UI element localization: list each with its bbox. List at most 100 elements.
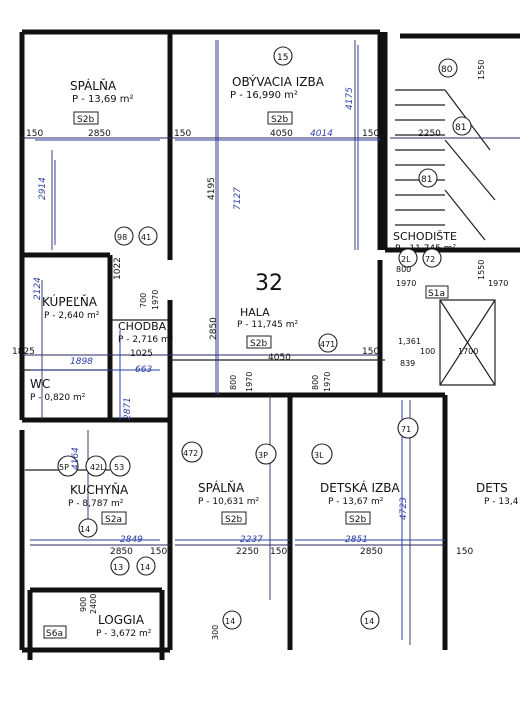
room-area: P - 13,69 m² [72,94,134,105]
svg-text:150: 150 [270,547,287,557]
svg-text:472: 472 [183,449,198,458]
outer-wall [19,29,383,650]
room-name: OBÝVACIA IZBA [232,74,325,89]
room-kuchyna: 5P 42L 53 KUCHYŇA P - 8,787 m² S2a 14 28… [57,455,156,576]
svg-text:42L: 42L [90,463,105,472]
reference-bubbles: 98 41 2L 72 [114,226,442,268]
svg-text:98: 98 [117,233,127,242]
room-wc: WC P - 0,820 m² [30,377,86,403]
room-width: 4050 [268,353,291,363]
svg-text:5P: 5P [59,463,69,472]
room-width: 2850 [88,129,111,139]
svg-text:150: 150 [150,547,167,557]
room-area: P - 3,672 m² [96,629,152,639]
room-kupelna: KÚPEĽŇA P - 2,640 m² [42,294,100,321]
svg-text:14: 14 [225,617,235,626]
svg-text:14: 14 [80,525,90,534]
room-schodiste: 80 81 81 SCHODIŠTE P - 11,745 m² S1a [393,58,472,299]
room-area: P - 2,716 m² [118,335,174,345]
room-name: KÚPEĽŇA [42,294,98,309]
dimension-labels: 150 150 150 2250 1825 1898 663 150 150 1… [12,129,508,557]
svg-text:7127: 7127 [233,187,243,210]
svg-text:1970: 1970 [151,290,160,310]
room-width: 2850 [360,547,383,557]
svg-text:72: 72 [425,255,435,264]
room-name: WC [30,377,50,391]
room-obyvacia: 15 OBÝVACIA IZBA P - 16,990 m² S2b 4050 … [230,46,333,139]
dimension-lines [22,40,520,645]
svg-text:1825: 1825 [12,347,35,357]
room-detska-partial: DETS P - 13,4 [476,481,519,507]
svg-text:80: 80 [441,65,453,75]
svg-text:1,361: 1,361 [398,337,421,346]
svg-text:2914: 2914 [38,177,48,200]
svg-text:2850: 2850 [209,317,219,340]
svg-text:1970: 1970 [245,372,254,392]
svg-text:800: 800 [229,375,238,390]
svg-text:800: 800 [311,375,320,390]
room-code: S2b [77,115,94,125]
room-name: DETSKÁ IZBA [320,480,400,495]
svg-text:1022: 1022 [113,257,123,280]
room-hand-width: 2237 [240,535,263,545]
svg-text:1700: 1700 [458,347,478,356]
room-area: P - 13,67 m² [328,497,384,507]
room-name: SPÁLŇA [198,480,245,495]
room-code: S2b [271,115,288,125]
loggia-wall [27,587,165,660]
room-area: P - 10,631 m² [198,497,260,507]
room-chodba: CHODBA P - 2,716 m² 1025 [118,320,174,359]
svg-text:81: 81 [455,123,466,133]
room-hand-width: 2851 [345,535,368,545]
svg-text:2871: 2871 [123,397,133,420]
svg-text:1970: 1970 [488,279,508,288]
room-code: S1a [428,289,445,299]
room-area: P - 8,787 m² [68,499,124,509]
svg-text:150: 150 [362,347,379,357]
room-spalna-1: SPÁLŇA P - 13,69 m² S2b 2850 [70,78,134,139]
svg-text:839: 839 [400,359,415,368]
room-name: SPÁLŇA [70,78,117,93]
svg-text:3L: 3L [314,451,324,460]
room-area: P - 16,990 m² [230,90,298,101]
room-name: DETS [476,481,508,495]
room-area: P - 11,745 m² [395,244,457,254]
room-area: P - 11,745 m² [237,320,299,330]
room-hand-width: 4014 [310,129,333,139]
svg-text:471: 471 [320,340,335,349]
svg-text:100: 100 [420,347,435,356]
svg-text:41: 41 [141,233,151,242]
room-code: S2b [225,515,242,525]
svg-text:150: 150 [26,129,43,139]
room-loggia: LOGGIA P - 3,672 m² S6a [43,613,152,639]
room-name: LOGGIA [98,613,145,627]
bubble-15: 15 [277,53,288,63]
svg-text:1898: 1898 [70,357,93,367]
room-code: S2b [250,339,267,349]
svg-text:150: 150 [362,129,379,139]
svg-text:1970: 1970 [396,279,416,288]
room-width: 4050 [270,129,293,139]
svg-text:700: 700 [139,293,148,308]
interior-wall-center [172,260,448,650]
svg-text:81: 81 [421,175,432,185]
svg-text:1550: 1550 [477,60,486,80]
svg-text:53: 53 [114,463,124,472]
room-name: HALA [240,306,270,319]
svg-text:4164: 4164 [71,447,81,470]
svg-text:300: 300 [211,625,220,640]
room-spalna-2: 472 3P SPÁLŇA P - 10,631 m² S2b 2237 225… [181,441,277,630]
svg-text:2L: 2L [401,255,411,264]
svg-text:2124: 2124 [33,277,43,300]
svg-text:150: 150 [174,129,191,139]
room-hand-width: 2849 [120,535,143,545]
room-area: P - 2,640 m² [44,311,100,321]
room-hala: HALA P - 11,745 m² S2b 4050 471 [237,306,338,363]
room-detska: 3L 71 DETSKÁ IZBA P - 13,67 m² S2b 2851 … [311,417,419,630]
svg-text:2400: 2400 [89,594,98,614]
room-name: CHODBA [118,320,167,333]
room-width: 1025 [130,349,153,359]
stair-treads [395,89,496,386]
blue-handwritten-lines [30,40,445,640]
room-code: S2a [105,515,122,525]
